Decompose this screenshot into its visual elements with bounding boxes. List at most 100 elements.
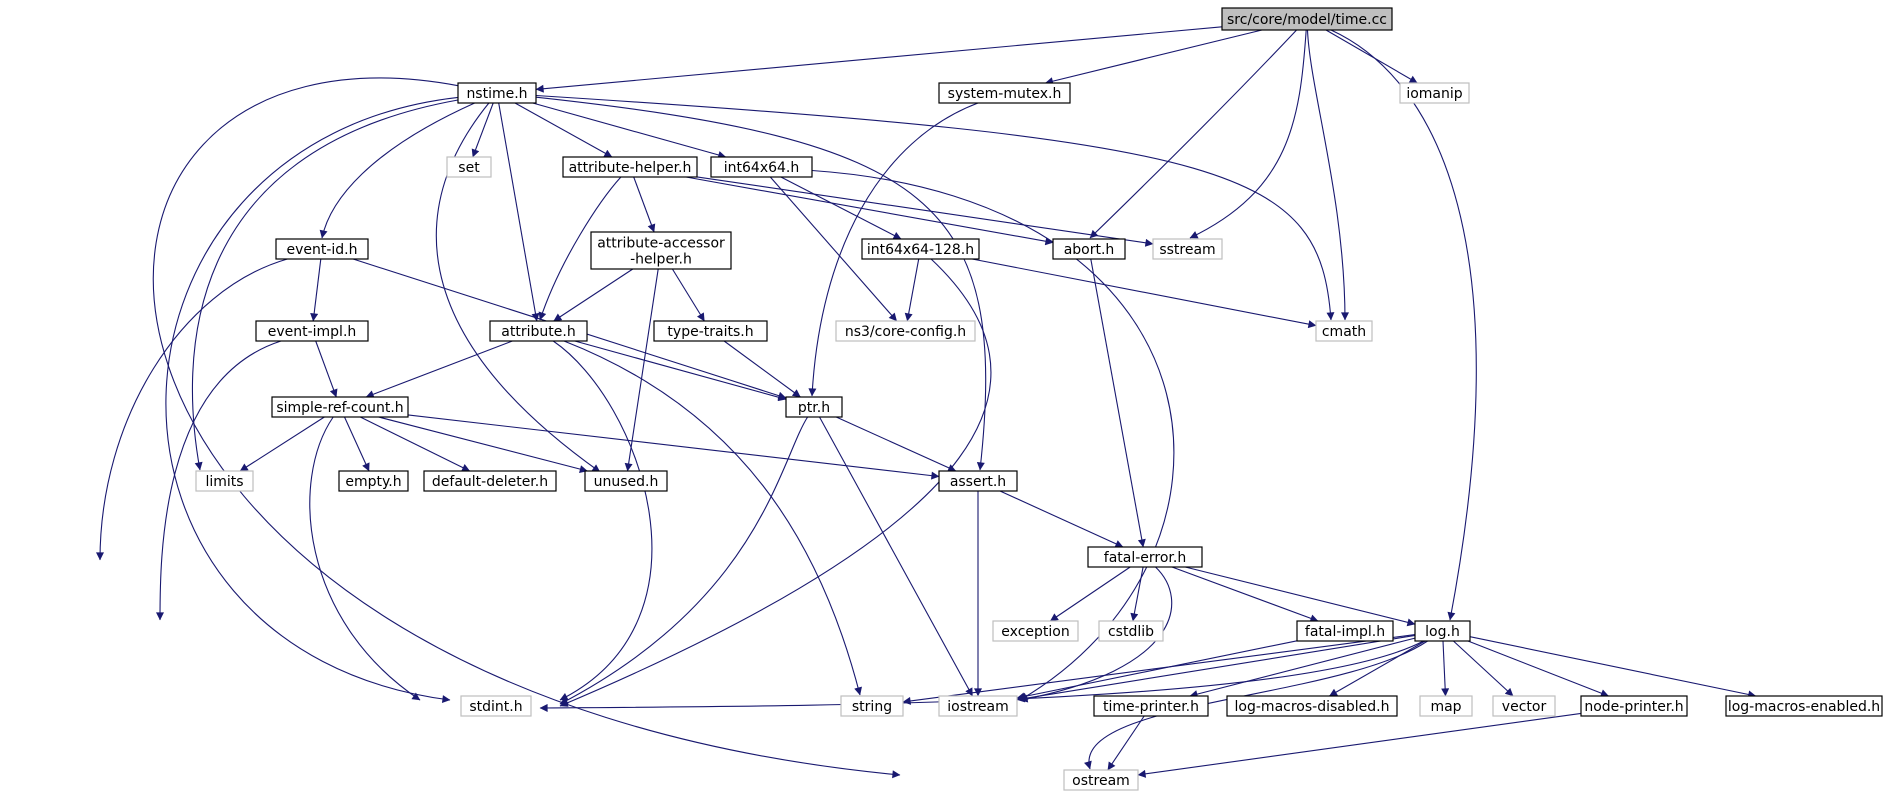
node-box: [861, 238, 980, 260]
node-label: assert.h: [950, 474, 1006, 490]
node-label: default-deleter.h: [432, 474, 548, 490]
node-int64x64-128[interactable]: int64x64-128.h: [861, 238, 980, 260]
node-fatal-error[interactable]: fatal-error.h: [1087, 546, 1203, 568]
edge-simple-ref-count-to-default-deleter: [360, 416, 471, 472]
node-box: [938, 695, 1018, 717]
node-type-traits[interactable]: type-traits.h: [653, 320, 768, 342]
node-label: set: [458, 160, 480, 176]
node-box: [653, 320, 768, 342]
node-cmath: cmath: [1315, 320, 1373, 342]
edge-nstime-to-attribute: [498, 102, 540, 322]
node-assert[interactable]: assert.h: [938, 470, 1018, 492]
node-label: abort.h: [1064, 242, 1115, 258]
node-label: attribute-accessor: [597, 236, 725, 252]
edge-log-to-vector: [1453, 640, 1514, 697]
node-box: [1063, 769, 1139, 791]
node-time-cc[interactable]: src/core/model/time.cc: [1221, 7, 1393, 31]
edge-attribute-helper-to-sstream: [696, 176, 1154, 247]
edge-attribute-to-stdint: [552, 340, 653, 701]
node-sstream: sstream: [1152, 238, 1223, 260]
node-map: map: [1419, 695, 1473, 717]
node-box: [489, 320, 588, 342]
node-box: [840, 695, 904, 717]
node-log[interactable]: log.h: [1414, 620, 1471, 642]
edge-nstime-to-assert: [535, 96, 987, 471]
edge-attribute-to-simple-ref-count: [365, 340, 513, 399]
node-default-deleter[interactable]: default-deleter.h: [423, 470, 557, 492]
node-label: vector: [1502, 699, 1547, 715]
node-simple-ref-count[interactable]: simple-ref-count.h: [271, 396, 409, 418]
node-box: [1492, 695, 1556, 717]
nodes-layer: src/core/model/time.cc nstime.h system-mut…: [195, 7, 1883, 791]
node-box: [1226, 695, 1398, 717]
node-attribute[interactable]: attribute.h: [489, 320, 588, 342]
node-box: [195, 470, 254, 492]
node-label: system-mutex.h: [948, 86, 1062, 102]
node-nstime[interactable]: nstime.h: [457, 82, 537, 104]
node-event-id[interactable]: event-id.h: [275, 238, 369, 260]
node-box: [938, 82, 1071, 104]
node-label: stdint.h: [469, 699, 522, 715]
node-box: [1052, 238, 1126, 260]
edge-attribute-to-ptr: [574, 340, 787, 402]
edge-assert-to-fatal-error: [999, 490, 1124, 548]
node-attribute-accessor-helper[interactable]: attribute-accessor-helper.h: [590, 231, 732, 270]
node-box: [1399, 82, 1470, 104]
edge-log-to-map: [1441, 640, 1450, 697]
node-empty[interactable]: empty.h: [338, 470, 409, 492]
node-box: [1098, 620, 1164, 642]
node-label: event-id.h: [286, 242, 357, 258]
node-abort[interactable]: abort.h: [1052, 238, 1126, 260]
node-box: [562, 156, 698, 178]
node-label: simple-ref-count.h: [276, 400, 403, 416]
node-event-impl[interactable]: event-impl.h: [255, 320, 369, 342]
node-unused[interactable]: unused.h: [584, 470, 668, 492]
node-box: [992, 620, 1079, 642]
node-log-macros-disabled[interactable]: log-macros-disabled.h: [1226, 695, 1398, 717]
node-exception: exception: [992, 620, 1079, 642]
node-label: nstime.h: [466, 86, 527, 102]
node-iomanip: iomanip: [1399, 82, 1470, 104]
edge-nstime-to-unused: [435, 102, 601, 473]
edge-fatal-error-to-fatal-impl: [1171, 566, 1319, 623]
node-label: attribute.h: [501, 324, 575, 340]
node-box: [785, 396, 843, 418]
edge-attribute-helper-to-abort: [685, 176, 1054, 246]
edge-simple-ref-count-to-assert: [407, 414, 940, 480]
edge-attribute-helper-to-attribute: [538, 176, 622, 321]
node-label: attribute-helper.h: [569, 160, 692, 176]
node-ptr[interactable]: ptr.h: [785, 396, 843, 418]
node-label: fatal-error.h: [1104, 550, 1186, 566]
node-int64x64[interactable]: int64x64.h: [710, 156, 813, 178]
edge-nstime-to-ostream: [152, 77, 901, 779]
node-system-mutex[interactable]: system-mutex.h: [938, 82, 1071, 104]
node-box: [938, 470, 1018, 492]
edge-time-cc-to-abort: [1089, 29, 1298, 239]
node-ostream: ostream: [1063, 769, 1139, 791]
edge-time-printer-to-ostream: [1107, 715, 1145, 771]
edge-simple-ref-count-to-empty: [343, 416, 370, 472]
node-time-printer[interactable]: time-printer.h: [1093, 695, 1209, 717]
node-iostream: iostream: [938, 695, 1018, 717]
edge-fatal-error-to-cstdlib: [1130, 566, 1144, 622]
node-label: log-macros-disabled.h: [1235, 699, 1390, 715]
node-box: [446, 156, 492, 178]
node-label: log.h: [1425, 624, 1460, 640]
node-log-macros-enabled[interactable]: log-macros-enabled.h: [1725, 695, 1883, 717]
edge-attribute-accessor-helper-to-type-traits: [671, 268, 705, 322]
edge-log-to-string: [902, 634, 1416, 705]
edge-nstime-to-stdint: [165, 96, 459, 703]
edge-int64x64-128-to-ns3-core-config: [904, 258, 920, 322]
node-label: string: [852, 699, 892, 715]
node-label: time-printer.h: [1103, 699, 1199, 715]
edge-fatal-error-to-log: [1185, 566, 1416, 627]
node-box: [460, 695, 532, 717]
edge-time-cc-to-log: [1330, 29, 1477, 621]
node-attribute-helper[interactable]: attribute-helper.h: [562, 156, 698, 178]
edge-time-cc-to-iomanip: [1325, 29, 1418, 84]
node-string: string: [840, 695, 904, 717]
node-label: int64x64.h: [724, 160, 800, 176]
node-fatal-impl[interactable]: fatal-impl.h: [1296, 620, 1394, 642]
edge-node-printer-to-ostream: [1137, 712, 1582, 778]
node-node-printer[interactable]: node-printer.h: [1580, 695, 1688, 717]
